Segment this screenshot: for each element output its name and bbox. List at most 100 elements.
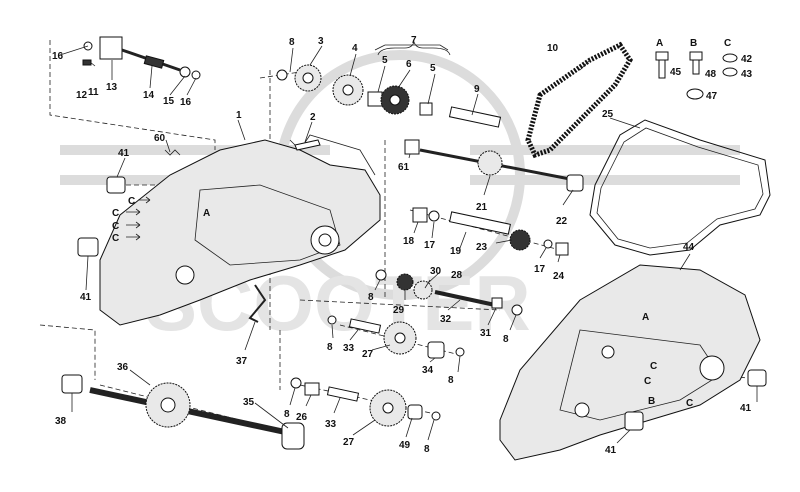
housing-left-body (99, 139, 381, 326)
callout-21: 21 (476, 202, 488, 213)
ref-c4: C (112, 233, 119, 244)
bearing-41a (106, 176, 126, 194)
callout-25: 25 (602, 109, 614, 120)
bolt-48-head (689, 51, 703, 61)
bushing-26 (304, 382, 320, 396)
housing-right-inner (559, 329, 721, 421)
callout-8e: 8 (448, 375, 454, 386)
sprocket-6-hub (389, 94, 401, 106)
ref-b: B (648, 396, 655, 407)
collar-31 (491, 297, 503, 309)
leaders-top-left (59, 45, 197, 96)
arrow-c2 (126, 208, 141, 216)
bearing-41d (624, 411, 644, 431)
callout-41d: 41 (605, 445, 617, 456)
callout-5a: 5 (382, 55, 388, 66)
callout-5b: 5 (430, 63, 436, 74)
leaders-lower (289, 387, 435, 441)
callout-47: 47 (706, 91, 718, 102)
key-2 (294, 139, 321, 151)
callout-17b: 17 (534, 264, 546, 275)
shift-assembly (82, 36, 201, 80)
washer-8c (511, 304, 523, 316)
nut-42 (722, 53, 738, 63)
dash-shaft-32 (299, 299, 501, 311)
bushing-5a (367, 91, 383, 107)
washer-17b (543, 239, 553, 249)
ref-c3: C (112, 221, 119, 232)
bearing-41c (747, 369, 767, 387)
worm-shaft-19 (449, 211, 511, 235)
callout-49: 49 (399, 440, 411, 451)
callout-2: 2 (310, 112, 316, 123)
callout-8b: 8 (368, 292, 374, 303)
washer-8d (327, 315, 337, 325)
ref-c5: C (650, 361, 657, 372)
shaft-9 (448, 106, 502, 128)
callout-61: 61 (398, 162, 410, 173)
callout-30: 30 (430, 266, 442, 277)
gear-27a-hub (394, 332, 406, 344)
c-arrows-left (126, 196, 151, 241)
washer-8g (431, 411, 441, 421)
arrow-c1 (138, 196, 151, 204)
callout-16b: 16 (180, 97, 192, 108)
callout-8d: 8 (327, 342, 333, 353)
bearing-38 (61, 374, 83, 394)
callout-31: 31 (480, 328, 492, 339)
ref-c1: C (128, 196, 135, 207)
leader-37 (244, 321, 256, 351)
gear-4-hub (342, 84, 354, 96)
callout-38: 38 (55, 416, 67, 427)
callout-8g: 8 (424, 444, 430, 455)
gear-23 (509, 229, 531, 251)
nut-15 (179, 66, 191, 78)
callout-4: 4 (352, 43, 358, 54)
callout-8a: 8 (289, 37, 295, 48)
dash-shaft-27 (339, 324, 461, 356)
hub-35 (281, 422, 305, 450)
callout-45: 45 (670, 67, 682, 78)
chain (525, 41, 633, 159)
shaft-21-assembly (404, 139, 584, 192)
lever-37 (248, 284, 267, 323)
washer-43 (722, 67, 738, 77)
shift-housing-13 (99, 36, 123, 60)
legend-letter-a: A (656, 38, 663, 49)
hardware-letters: A B C A A B C C C C C C C (112, 38, 731, 409)
brace-7 (377, 40, 451, 56)
leaders-top-center (289, 45, 479, 116)
bearing-34 (427, 341, 445, 359)
washer-8b (375, 269, 387, 281)
callout-35: 35 (243, 397, 255, 408)
lower-gear-assembly (290, 377, 441, 427)
callout-43: 43 (741, 69, 753, 80)
dash-lower-left (39, 324, 96, 380)
bushing-5b (419, 102, 433, 116)
ref-c2: C (112, 208, 119, 219)
callout-26: 26 (296, 412, 308, 423)
callout-18: 18 (403, 236, 415, 247)
shaft-33b (326, 386, 360, 402)
ref-a-right: A (642, 312, 649, 323)
gear-29 (396, 273, 414, 291)
housing-left (99, 134, 381, 326)
callout-11: 11 (88, 87, 99, 98)
gasket-inner (596, 127, 764, 249)
callout-3: 3 (318, 36, 324, 47)
callout-41a: 41 (118, 148, 130, 159)
gear-27b-hub (382, 402, 394, 414)
shaft-27-assembly (327, 315, 465, 359)
callout-36: 36 (117, 362, 129, 373)
callout-8f: 8 (284, 409, 290, 420)
bushing-61 (404, 139, 420, 155)
bushing-18 (412, 207, 428, 223)
housing-left-boss-hole (318, 233, 332, 247)
callout-44: 44 (683, 242, 695, 253)
shaft-32 (434, 290, 496, 307)
dash-top-left (49, 40, 216, 150)
leaders-shaft27 (331, 324, 461, 373)
callout-17a: 17 (424, 240, 436, 251)
leaders-bearings (85, 157, 758, 444)
